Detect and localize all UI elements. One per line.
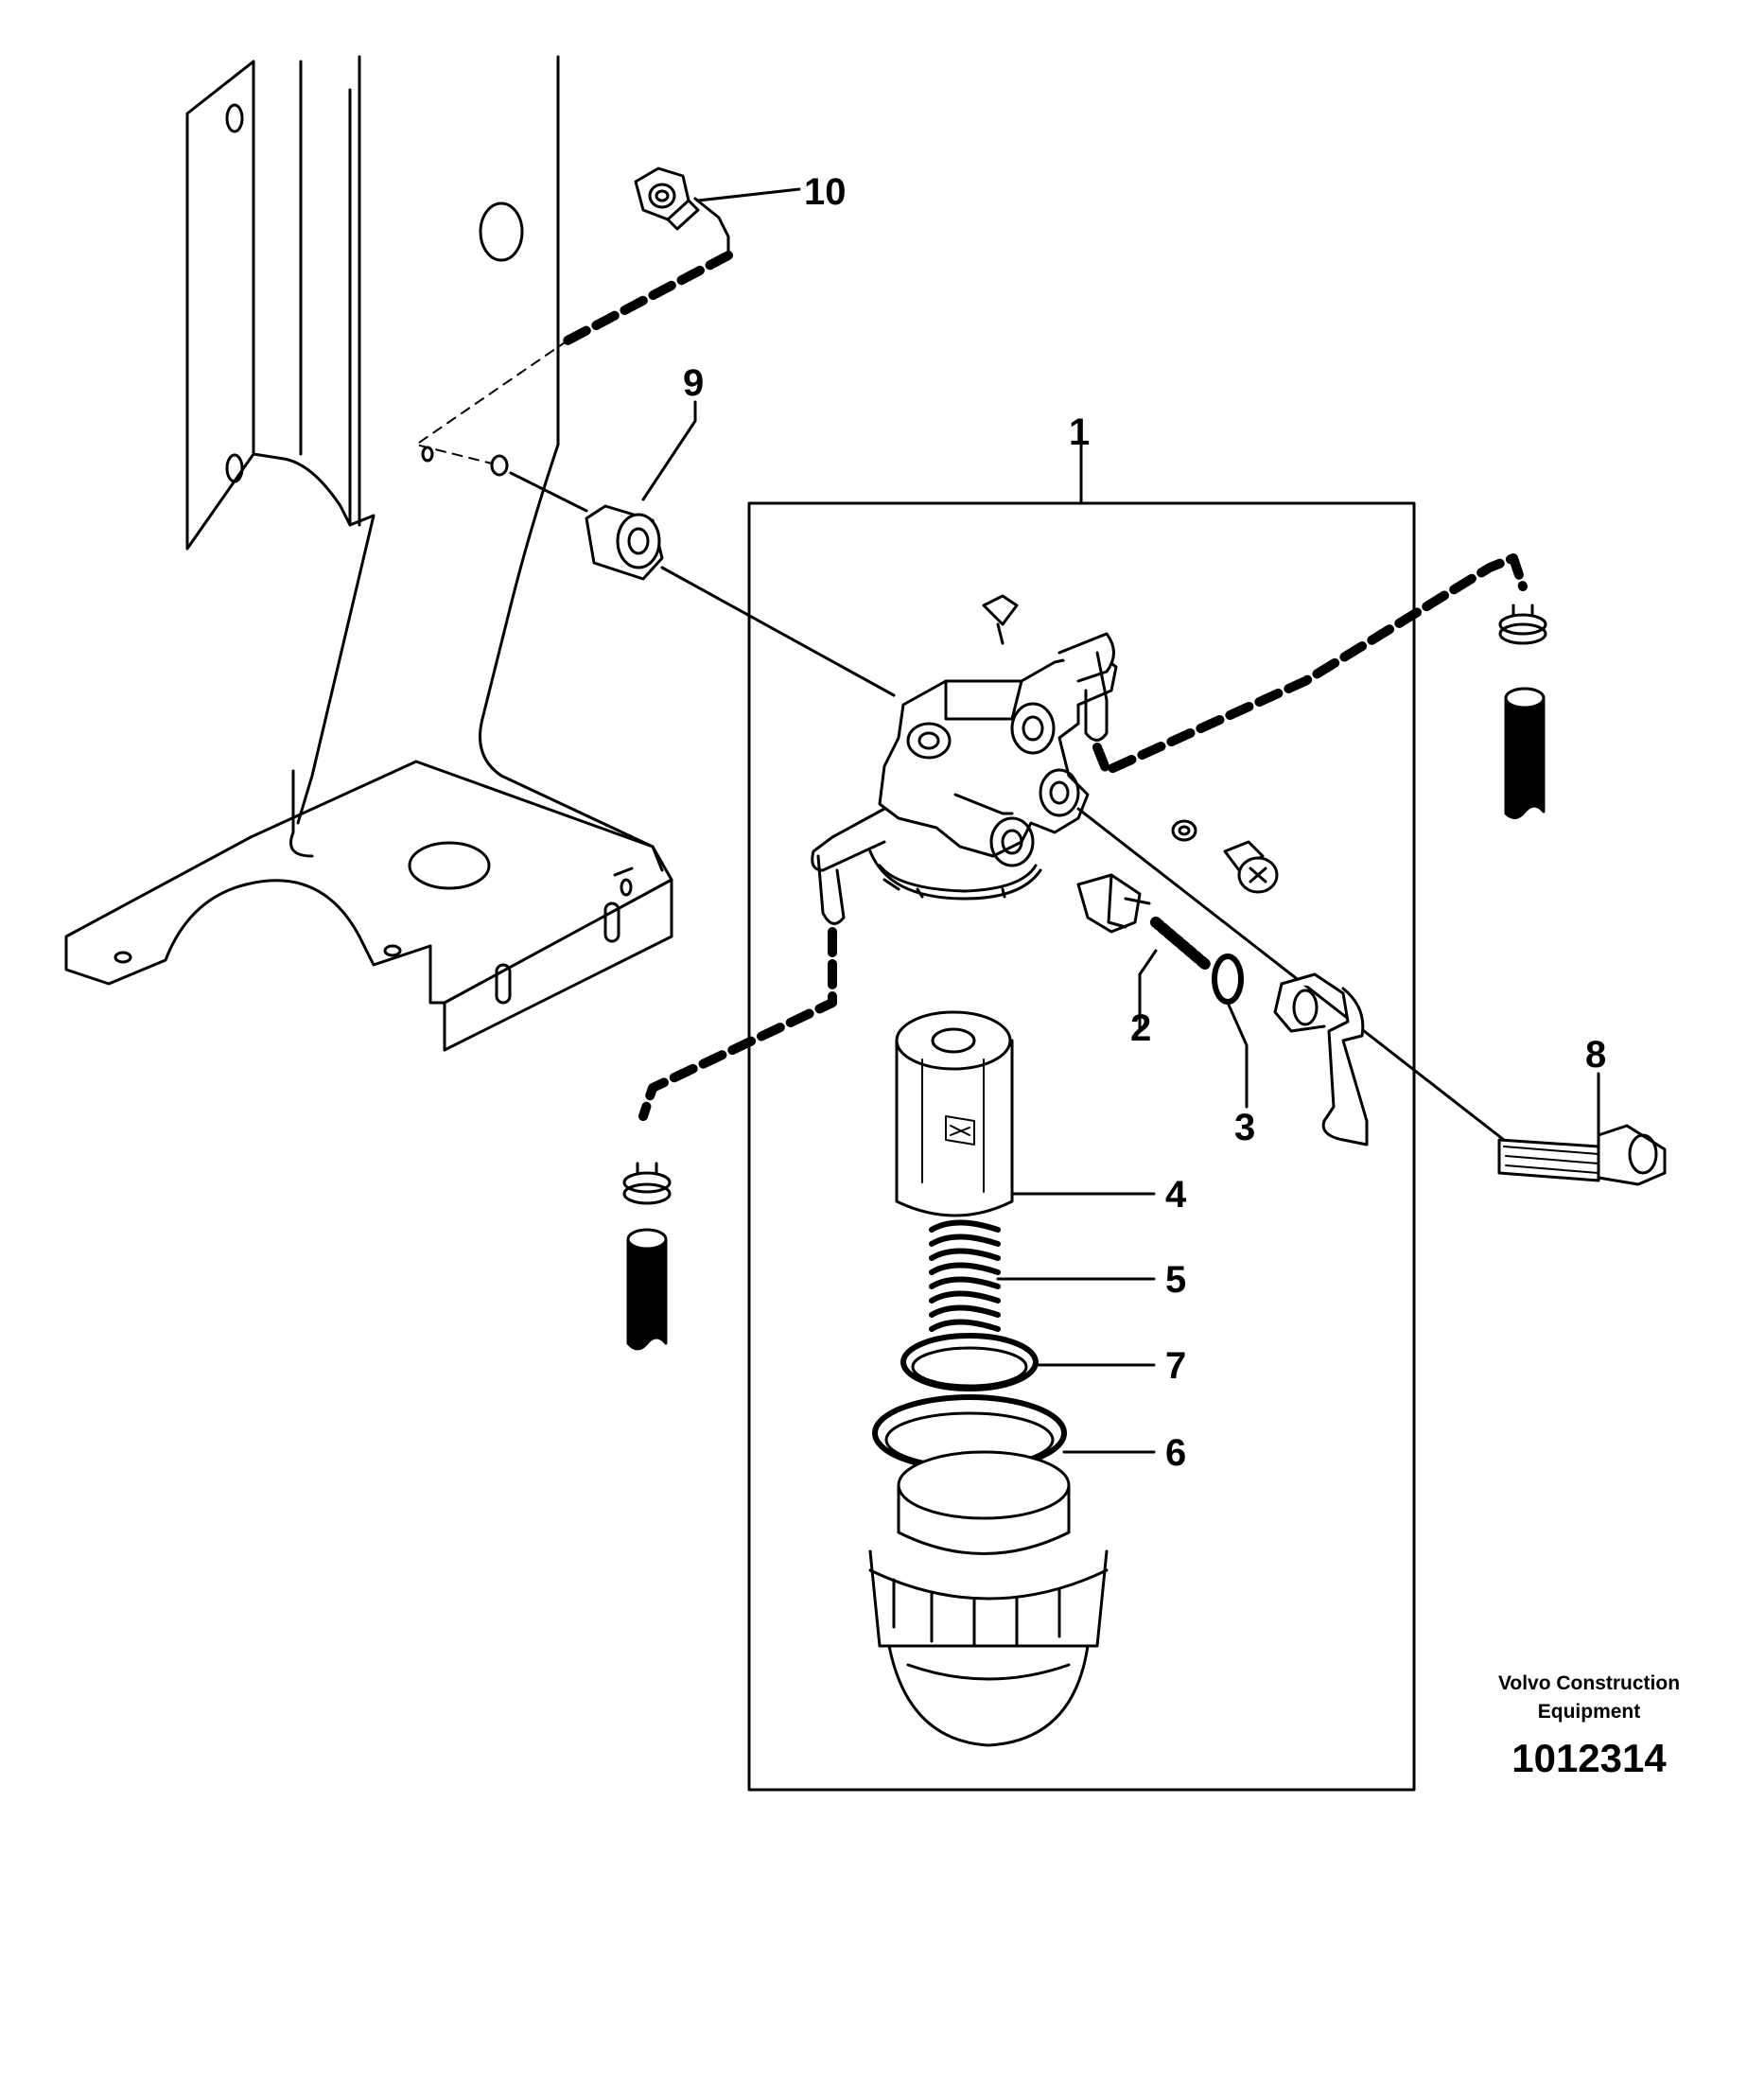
outlet-dashed-line: [1092, 553, 1528, 776]
leader-lines: [641, 187, 1600, 1454]
brand-block: Volvo Construction Equipment: [1433, 1670, 1745, 1726]
callout-1: 1: [1069, 411, 1090, 453]
fuel-valve-head: [811, 594, 1118, 925]
right-fuel-hose: [1504, 687, 1546, 819]
callout-7: 7: [1165, 1345, 1186, 1387]
set-screw: [1223, 840, 1279, 894]
filter-element: [895, 1010, 1014, 1217]
callout-10: 10: [804, 171, 847, 213]
callout-4: 4: [1165, 1174, 1187, 1216]
bolt-dashed-path: [415, 340, 568, 464]
callout-6: 6: [1165, 1432, 1186, 1474]
filter-spring: [929, 1219, 1001, 1332]
nut-dashed-path: [563, 251, 733, 345]
left-hose-clamp: [622, 1162, 672, 1205]
valve-spring: [1150, 917, 1212, 971]
valve-lever: [1273, 972, 1369, 1146]
callout-8: 8: [1585, 1034, 1606, 1076]
callout-2: 2: [1130, 1007, 1151, 1049]
brand-line-2: Equipment: [1537, 1701, 1641, 1723]
callout-3: 3: [1234, 1107, 1255, 1148]
mounting-bracket: [64, 55, 673, 1052]
callout-9: 9: [683, 362, 704, 404]
spacer-bushing: [585, 504, 664, 581]
filter-bowl: [868, 1450, 1109, 1747]
valve-cap: [1076, 873, 1151, 934]
inlet-dashed-line: [638, 927, 837, 1121]
right-hose-clamp: [1498, 604, 1547, 645]
lock-nut: [634, 166, 700, 231]
seal-ring-small: [900, 1333, 1039, 1391]
nut-leader-line: [693, 197, 730, 257]
washer-small: [1171, 819, 1197, 842]
callout-5: 5: [1165, 1259, 1186, 1301]
valve-to-bolt-line: [1076, 807, 1506, 1142]
drawing-number: 1012314: [1511, 1736, 1667, 1780]
brand-line-1: Volvo Construction: [1497, 1672, 1681, 1694]
o-ring: [1212, 954, 1244, 1005]
spacer-to-valve-line: [509, 471, 896, 697]
left-fuel-hose: [626, 1228, 668, 1351]
hex-bolt: [1497, 1124, 1667, 1186]
